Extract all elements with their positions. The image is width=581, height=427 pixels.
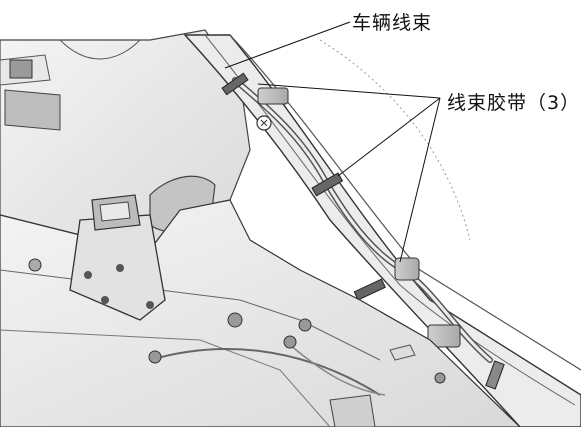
a-pillar [183,34,581,427]
vehicle-harness-label: 车辆线束 [352,12,433,34]
leader-tie-2 [337,97,441,177]
harness-ties-label: 线束胶带（3） [447,92,581,114]
vehicle-harness [232,77,493,363]
connector-lower [427,324,505,390]
harness-tie-clip-3 [353,257,420,301]
harness-tie-clip-1 [221,72,289,105]
callout-leaders [224,21,441,263]
mounting-bracket [69,194,166,321]
pillar-bolt [256,115,272,131]
leader-tie-1 [257,83,441,99]
harness-tie-clip-2 [311,172,344,197]
leader-tie-3 [399,97,441,263]
leader-vehicle-harness [224,21,351,69]
